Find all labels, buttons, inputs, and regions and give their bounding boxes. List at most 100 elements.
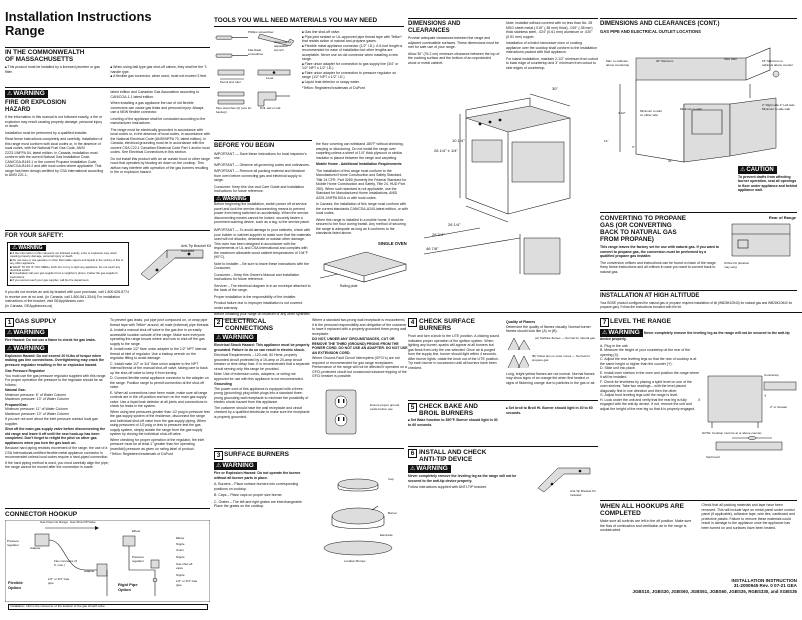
fire-p7: The range must be electrically grounded … xyxy=(110,127,210,155)
level-step: A. Plug in the unit. xyxy=(600,343,629,348)
material-item: Pipe joint sealant or UL-approved pipe t… xyxy=(302,35,404,44)
before-to-avoid: IMPORTANT — To avoid damage to your cabi… xyxy=(214,228,311,259)
level-step: C. Adjust the rear leveling legs so that… xyxy=(600,357,697,366)
step-number: 2 xyxy=(214,318,223,327)
fire-hazard-section: ⚠WARNING FIRE OR EXPLOSION HAZARD If the… xyxy=(5,87,210,178)
clearance-label: Side Wall xyxy=(724,57,737,61)
flame-a-icon xyxy=(507,336,531,350)
warning-icon: ⚠ xyxy=(216,463,222,469)
footer-code: 31-2000945 Rev. 0 07-21 GEA xyxy=(733,583,797,589)
burner-label: Cap xyxy=(388,477,394,481)
connector-heading: CONNECTOR HOOKUP xyxy=(5,511,78,518)
flames-b: (B) Yellow tips on outer cones — Normal … xyxy=(531,353,590,363)
level-section: 7 LEVEL THE RANGE ⚠WARNING Never complet… xyxy=(600,318,797,411)
burner-label: Location Bumps xyxy=(344,559,366,563)
connector-illustration xyxy=(5,520,210,602)
level-step: F. Check for levelness by placing a spir… xyxy=(600,379,692,393)
caution-badge: ⚠CAUTION xyxy=(738,166,777,174)
safety-heading: FOR YOUR SAFETY: xyxy=(5,233,64,240)
dims-p4: Installation of a listed microwave oven … xyxy=(506,41,597,54)
safety-box: ⚠WARNING If the information in this manu… xyxy=(7,242,129,286)
safety-warning-badge: ⚠WARNING xyxy=(10,245,46,251)
floor-p2: Mobile Home - Additional Installation Re… xyxy=(316,162,402,166)
caution-box: ⚠CAUTION To prevent drafts from affectin… xyxy=(738,166,798,193)
flame-b-icon xyxy=(507,353,529,368)
gas-teflon: *Teflon: Registered trademark of DuPont xyxy=(110,452,173,456)
orifice-kit-label: Orifice Kit (location may vary) xyxy=(724,261,750,269)
warning-icon: ⚠ xyxy=(410,466,416,472)
clearance-label: 3" xyxy=(632,145,635,149)
dims-p5: For island installation, maintain 2-1/2"… xyxy=(506,56,598,70)
before-p10: Before installing your range on linoleum… xyxy=(214,312,310,321)
connector-section: CONNECTOR HOOKUP xyxy=(5,508,210,518)
connector-label: Pressure regulator xyxy=(7,539,20,547)
propane-heading: CONVERTING TO PROPANE GAS (OR CONVERTING… xyxy=(600,215,687,243)
level-warning-badge: ⚠WARNING xyxy=(600,329,643,337)
dims-p2: Allow 30" (76.2 cm) minimum clearance be… xyxy=(408,51,500,65)
gas-p5: If the hard piping method is used, you m… xyxy=(5,460,109,470)
dim-width: 30" xyxy=(552,86,558,91)
gas-ng: Natural Gas: xyxy=(5,388,26,392)
check-heading: CHECK SURFACE BURNERS xyxy=(419,318,475,332)
connector-label: Gas Flow into Range xyxy=(40,520,69,524)
clearance-label: 15" Minimum to cabinets above counter xyxy=(762,59,794,67)
safety-canada: (In Canada, GEAppliances.ca) xyxy=(5,303,53,308)
connector-label: Adapter xyxy=(84,569,95,573)
rear-of-range-label: Rear of Range xyxy=(768,215,796,220)
step-number: 7 xyxy=(600,318,609,327)
completed-p1: Make sure all controls are left in the o… xyxy=(600,519,692,532)
connector-label: 1/2" or 3/4" Gas pipe xyxy=(176,579,198,587)
gas-step-b: B. Install male 1/2" flare union adapter… xyxy=(110,347,207,360)
dim-depth-4: 46 7/8" xyxy=(426,246,439,251)
before-heading: BEFORE YOU BEGIN xyxy=(214,143,275,149)
safety-section: FOR YOUR SAFETY: ⚠WARNING If the informa… xyxy=(5,230,211,308)
warning-icon: ⚠ xyxy=(12,245,18,251)
fire-warning-badge: ⚠WARNING xyxy=(5,90,48,99)
step-number: 5 xyxy=(408,403,417,412)
dim-depth: 10 1/4" xyxy=(452,138,465,143)
fire-heading: FIRE OR EXPLOSION HAZARD xyxy=(5,100,67,113)
clearance-label: 13" xyxy=(604,139,609,143)
material-item: Flare union adapter for connection to pr… xyxy=(302,71,404,80)
anti-tip-kit-label: Anti-Tip Bracket Kit Included xyxy=(181,244,211,253)
footer-models: JGBS10, JGBS30, JGBS60, JGBS61, JGBS60, … xyxy=(632,588,797,594)
level-step: H. Look under the unit and verify that t… xyxy=(600,397,696,411)
clearance-illustration xyxy=(619,47,780,163)
connector-label: Pressure regulator xyxy=(132,555,145,563)
tools-heading: TOOLS YOU WILL NEED MATERIALS YOU MAY NE… xyxy=(214,17,378,24)
floor-section: the floor covering can withstand 180°F w… xyxy=(316,142,408,236)
material-item: Flare union adapter for connection to ga… xyxy=(302,62,404,71)
gas-supply-col2: To prevent gas leaks, put pipe joint com… xyxy=(110,318,210,457)
safety-item: Immediately call your gas supplier from … xyxy=(10,272,126,279)
flames-p1: Determine the quality of flames visually… xyxy=(506,324,591,334)
electrical-heading: ELECTRICAL CONNECTIONS xyxy=(225,318,274,332)
gas-supply-section: 1 GAS SUPPLY ⚠WARNING Fire Hazard: Do no… xyxy=(5,318,109,470)
clearances-subheading: GAS PIPE AND ELECTRICAL OUTLET LOCATIONS xyxy=(600,28,701,34)
surface-b: B. Caps – Place caps on proper size burn… xyxy=(214,493,283,497)
safety-item: WHAT TO DO IF YOU SMELL GAS: Do not try … xyxy=(10,265,126,273)
electrical-note: Note: Use of extension cords, adapters, … xyxy=(214,372,304,381)
grounding-p2: The customer should have the wall recept… xyxy=(214,405,310,419)
tool-label: Phillips screwdriver xyxy=(248,30,274,34)
altitude-heading: INSTALLATION AT HIGH ALTITUDE xyxy=(600,293,700,299)
fire-p4: latest edition and Canadian Gas Associat… xyxy=(110,90,200,99)
clearance-label: Max. to cabinets above countertop xyxy=(606,59,630,67)
electrical-req: Electrical Requirements – 120-volt, 60 H… xyxy=(214,353,310,371)
propane-section: CONVERTING TO PROPANE GAS (OR CONVERTING… xyxy=(600,212,797,274)
gas-p2: If you are not sure about the inlet pres… xyxy=(5,417,98,426)
gas-fire-hazard: Fire Hazard: Do not use a flame to check… xyxy=(5,338,96,342)
tool-label: Pipe wrenches (2) (one for backup) xyxy=(216,106,252,114)
level-label: X xyxy=(698,398,701,402)
level-heading: LEVEL THE RANGE xyxy=(610,318,671,325)
floor-p5: When this range is installed in a mobile… xyxy=(316,217,406,236)
connector-label: Elbow xyxy=(176,536,185,540)
before-p4: Consumer: Keep this Use and Care Guide a… xyxy=(214,184,305,194)
floor-p3: The installation of this range must conf… xyxy=(316,168,407,200)
level-step: G. Adjust front leveling legs until the … xyxy=(600,393,679,398)
page-title: Installation Instructions Range xyxy=(5,9,152,38)
material-item: Gas line shut-off valve. xyxy=(302,30,404,35)
completed-section: WHEN ALL HOOKUPS ARE COMPLETED Make sure… xyxy=(600,500,797,533)
rigid-option-label: Rigid Pipe Option xyxy=(118,582,138,593)
floor-p1: the floor covering can withstand 180°F w… xyxy=(316,142,404,160)
